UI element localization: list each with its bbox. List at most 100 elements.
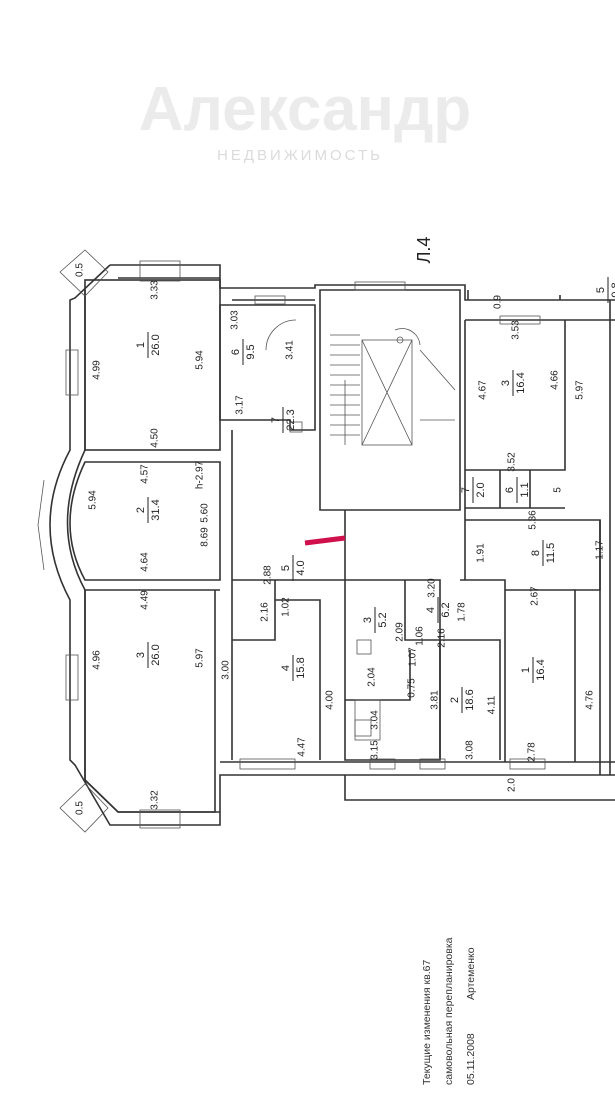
dimension-label: h-2.97 xyxy=(195,460,206,489)
dimension-label: 3.81 xyxy=(430,690,441,710)
dimension-label: 2.0 xyxy=(507,778,518,792)
note-line-1: Текущие изменения кв.67 xyxy=(421,960,433,1085)
walls xyxy=(49,264,615,826)
room-3 xyxy=(84,589,220,813)
room-number: 4 xyxy=(280,665,292,671)
dimension-label: 1.07 xyxy=(408,647,419,667)
dimension-label: 1.02 xyxy=(281,597,292,617)
room-area: 0.8 xyxy=(610,282,615,297)
dimension-label: 4.57 xyxy=(140,464,151,484)
dimension-label: 4.76 xyxy=(585,690,596,710)
sheet-label: Л.4 xyxy=(414,237,434,264)
dimension-label: 1.78 xyxy=(457,602,468,622)
door-swing-icon xyxy=(265,319,297,351)
dimension-label: 2.67 xyxy=(530,586,541,606)
room-number: 7 xyxy=(270,417,282,423)
dimension-label: 4.47 xyxy=(297,737,308,757)
room-number: 3 xyxy=(135,652,147,658)
dimension-label: 4.67 xyxy=(478,380,489,400)
dimension-label: 3.20 xyxy=(427,578,438,598)
dimension-label: 3.17 xyxy=(235,395,246,415)
room-number: 3 xyxy=(362,617,374,623)
windows xyxy=(37,260,546,829)
room-area: 11.5 xyxy=(545,543,557,564)
dimension-label: 0.75 xyxy=(407,678,418,698)
dimension-label: 3.08 xyxy=(465,740,476,760)
fixtures xyxy=(265,319,381,741)
dimension-label: 2.04 xyxy=(367,667,378,687)
room-area: 2.0 xyxy=(475,482,487,497)
room-2 xyxy=(69,461,221,581)
dimension-label: 4.99 xyxy=(92,360,103,380)
dimension-label: 5.94 xyxy=(195,350,206,370)
dimension-label: 0.9 xyxy=(493,295,504,309)
room-area: 18.6 xyxy=(464,689,476,710)
bay-corners xyxy=(59,249,109,833)
room-area: 5.2 xyxy=(377,612,389,627)
dimension-label: 4.00 xyxy=(325,690,336,710)
room-number: 2 xyxy=(135,507,147,513)
dimension-label: 4.64 xyxy=(140,552,151,572)
revision-notes: Текущие изменения кв.67 самовольная пере… xyxy=(421,937,477,1085)
dimension-label: 1.91 xyxy=(476,543,487,563)
dimension-label: 1.06 xyxy=(415,626,426,646)
dimension-label: 5.97 xyxy=(195,648,206,668)
room-area: 1.1 xyxy=(519,482,531,497)
room-area: 15.8 xyxy=(295,657,307,678)
dimension-label: 4.11 xyxy=(487,695,498,714)
room-number: 7 xyxy=(460,487,472,493)
dimension-label: 8.69 xyxy=(200,527,211,547)
staircase xyxy=(330,328,456,446)
dimension-label: 0.5 xyxy=(75,801,86,815)
room-number: 8 xyxy=(530,550,542,556)
room-number: 6 xyxy=(504,487,516,493)
room-area: 9.5 xyxy=(245,344,257,359)
room-number: 3 xyxy=(500,380,512,386)
toilet-icon xyxy=(289,421,303,433)
dimension-label: 3.03 xyxy=(230,310,241,330)
dimension-label: 5.60 xyxy=(200,503,211,523)
room-area: 26.0 xyxy=(150,644,162,665)
watermark-sub: НЕДВИЖИМОСТЬ xyxy=(217,147,383,164)
room-area: 31.4 xyxy=(150,499,162,520)
dimension-label: 3.33 xyxy=(150,280,161,300)
dimension-label: 3.53 xyxy=(511,320,522,340)
room-number: 2 xyxy=(449,697,461,703)
dimension-label: 4.96 xyxy=(92,650,103,670)
dimension-labels: 0.53.334.995.944.504.575.94h-2.974.645.6… xyxy=(75,263,606,815)
room-number: 1 xyxy=(135,342,147,348)
room-number: 4 xyxy=(425,607,437,613)
note-date: 05.11.2008 xyxy=(465,1033,477,1085)
dimension-label: 3.15 xyxy=(370,740,381,760)
dimension-label: 2.78 xyxy=(527,742,538,762)
room-area: 26.0 xyxy=(150,334,162,355)
dimension-label: 2.16 xyxy=(260,602,271,622)
dimension-label: 3.52 xyxy=(507,452,518,472)
dimension-label: 4.50 xyxy=(150,428,161,448)
dimension-label: 3.00 xyxy=(221,660,232,680)
room-area: 22.3 xyxy=(285,409,297,430)
stair-block xyxy=(319,289,461,511)
room-number: 1 xyxy=(520,667,532,673)
room-area: 6.2 xyxy=(440,602,452,617)
dimension-label: 3.04 xyxy=(370,710,381,730)
room-number: 5 xyxy=(280,565,292,571)
note-line-2: самовольная перепланировка xyxy=(443,937,455,1085)
location-marker xyxy=(304,535,346,546)
